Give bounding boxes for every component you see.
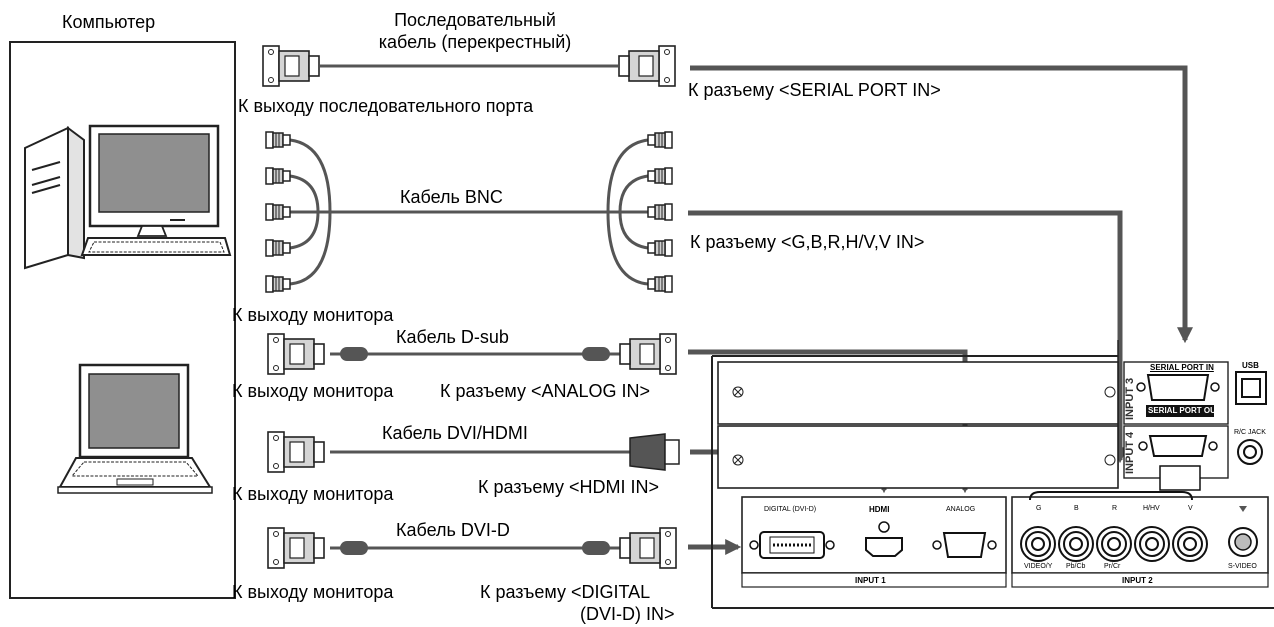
screw-icon xyxy=(732,386,744,398)
input2-label: INPUT 2 xyxy=(1122,576,1153,585)
dvi-hdmi-cable xyxy=(267,431,680,473)
usb-label: USB xyxy=(1242,361,1259,370)
screw-icon xyxy=(1104,386,1116,398)
dvid-cable-name: Кабель DVI-D xyxy=(396,520,510,540)
dsub-source-label: К выходу монитора xyxy=(232,381,394,401)
dvi-hdmi-cable-name: Кабель DVI/HDMI xyxy=(382,423,528,443)
laptop-computer-icon xyxy=(57,363,213,494)
serial-arrow xyxy=(690,65,1194,344)
dvid-target-label-line1: К разъему <DIGITAL xyxy=(480,582,651,602)
dsub-cable-name: Кабель D-sub xyxy=(396,327,509,347)
serial-source-label: К выходу последовательного порта xyxy=(238,96,534,116)
input4-label: INPUT 4 xyxy=(1124,431,1136,474)
serial-port-in-label: SERIAL PORT IN xyxy=(1150,363,1214,372)
bnc-cable-name: Кабель BNC xyxy=(400,187,503,207)
serial-cable-name-line1: Последовательный xyxy=(394,10,556,30)
bnc-label-g: G xyxy=(1036,505,1042,512)
analog-label: ANALOG xyxy=(946,506,976,513)
digital-dvid-label: DIGITAL (DVI-D) xyxy=(764,506,817,513)
hdmi-target-label: К разъему <HDMI IN> xyxy=(478,477,660,497)
dsub-target-label: К разъему <ANALOG IN> xyxy=(440,381,651,401)
dsub-cable xyxy=(267,333,677,375)
hdmi-label: HDMI xyxy=(869,505,890,514)
projector-panel xyxy=(711,340,1274,609)
dvi-hdmi-source-label: К выходу монитора xyxy=(232,484,394,504)
bnc-label-video-y: VIDEO/Y xyxy=(1024,563,1053,570)
computer-title: Компьютер xyxy=(62,12,156,32)
bnc-source-label: К выходу монитора xyxy=(232,305,394,325)
bnc-target-label: К разъему <G,B,R,H/V,V IN> xyxy=(690,232,925,252)
bnc-label-pb-cb: Pb/Cb xyxy=(1066,563,1086,570)
screw-icon xyxy=(732,454,744,466)
dvid-cable xyxy=(267,527,677,569)
bnc-cable xyxy=(265,131,673,293)
bnc-label-pr-cr: Pr/Cr xyxy=(1104,563,1121,570)
svideo-label: S-VIDEO xyxy=(1228,563,1257,570)
rc-jack-label: R/C JACK xyxy=(1234,429,1266,436)
serial-cable-name-line2: кабель (перекрестный) xyxy=(378,32,572,52)
serial-port-out-label: SERIAL PORT OUT xyxy=(1148,406,1221,415)
dvid-source-label: К выходу монитора xyxy=(232,582,394,602)
bnc-label-r: R xyxy=(1112,505,1118,512)
desktop-computer-icon xyxy=(24,124,232,270)
input1-label: INPUT 1 xyxy=(855,576,886,585)
screw-icon xyxy=(1104,454,1116,466)
bnc-label-hhv: H/HV xyxy=(1143,505,1160,512)
bnc-label-v: V xyxy=(1188,505,1193,512)
serial-cable xyxy=(262,45,676,87)
serial-target-label: К разъему <SERIAL PORT IN> xyxy=(688,80,941,100)
bnc-label-b: B xyxy=(1074,505,1079,512)
dvid-target-label-line2: (DVI-D) IN> xyxy=(580,604,675,624)
input3-label: INPUT 3 xyxy=(1124,377,1136,420)
bnc-arrow xyxy=(688,210,1129,464)
